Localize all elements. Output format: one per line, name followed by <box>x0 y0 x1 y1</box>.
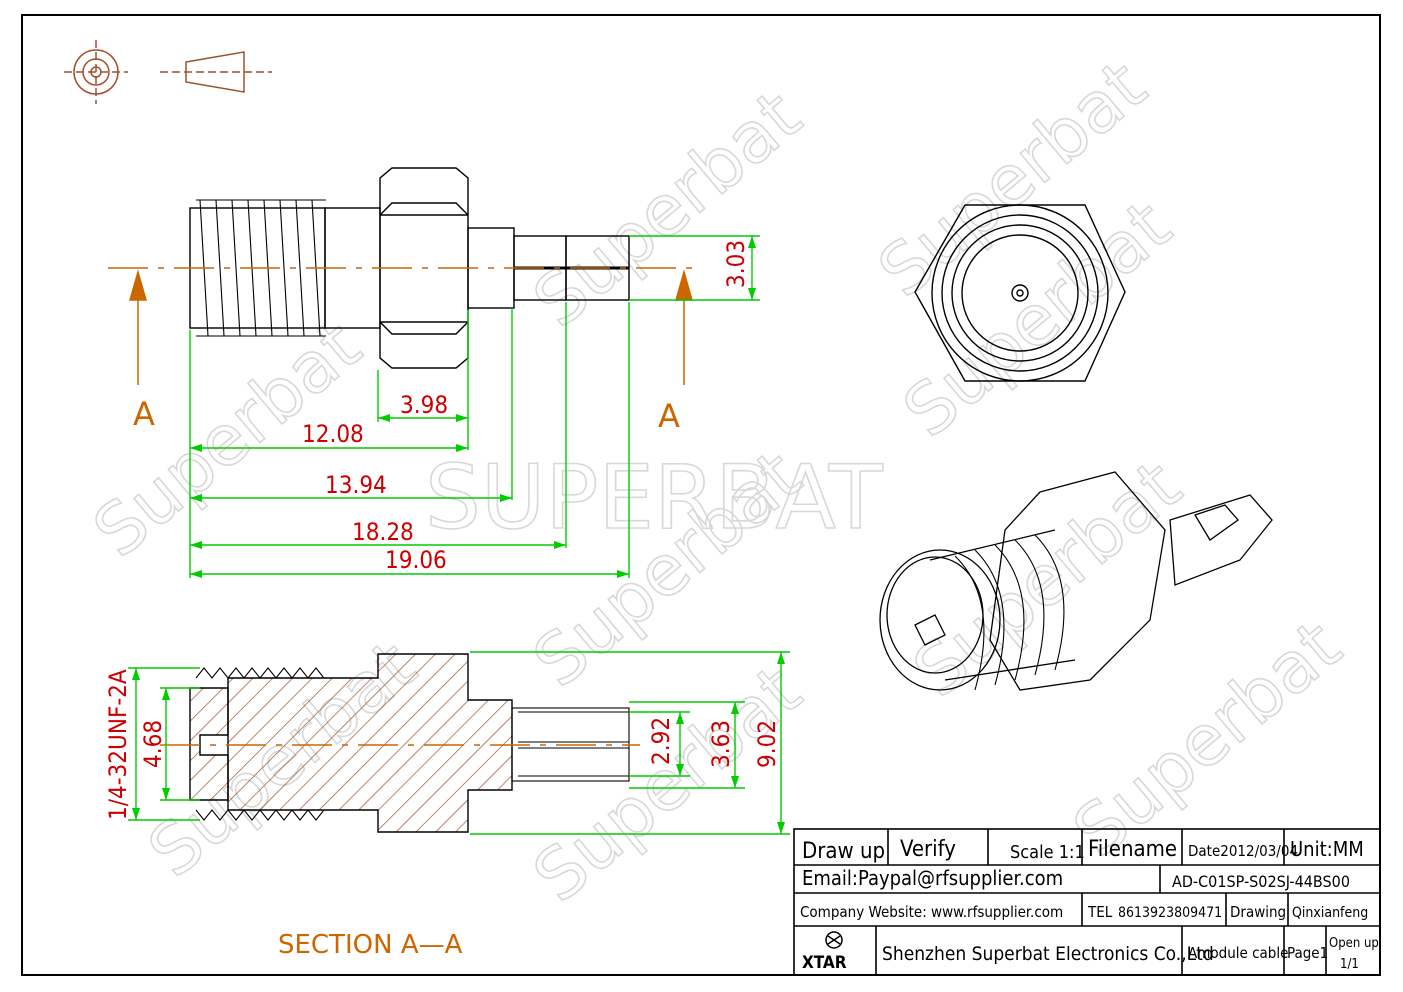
verify-label: Verify <box>900 837 956 862</box>
sheet-border <box>21 14 1381 976</box>
section-label-right: A <box>658 397 680 435</box>
email-label: Email:Paypal@rfsupplier.com <box>802 866 1063 890</box>
company-name: Shenzhen Superbat Electronics Co.,Ltd <box>882 943 1214 965</box>
part-number: AD-C01SP-S02SJ-44BS00 <box>1172 872 1350 891</box>
phone-number: 8613923809471 <box>1118 905 1222 921</box>
dim-label: 4.68 <box>139 720 167 768</box>
dim-label: 2.92 <box>647 717 675 765</box>
isometric-view <box>879 471 1273 691</box>
title-block <box>793 828 1381 976</box>
scale-label: Scale 1:1 <box>1010 842 1085 863</box>
drawer-name: Qinxianfeng <box>1292 905 1368 921</box>
dim-label: 1/4-32UNF-2A <box>104 669 132 820</box>
dim-label: 18.28 <box>352 518 414 546</box>
section-caption: SECTION A—A <box>278 930 463 960</box>
unit-label: Unit:MM <box>1290 837 1364 861</box>
dim-label: 9.02 <box>753 720 781 768</box>
dimension-arrowheads <box>132 652 785 834</box>
dim-label: 19.06 <box>385 546 447 574</box>
front-view <box>914 204 1126 382</box>
top-dimension-lines <box>189 235 760 578</box>
section-label-left: A <box>133 395 155 433</box>
filename-label: Filename <box>1088 837 1177 862</box>
watermark-tile: Superbat <box>1058 605 1356 873</box>
watermark-tile: Superbat <box>518 75 816 343</box>
xtar-logo-icon <box>825 931 843 949</box>
product-name: Amodule cable <box>1188 944 1288 962</box>
drawing-label: Drawing <box>1230 903 1286 921</box>
page-label: Page1 <box>1287 944 1328 962</box>
section-arrows <box>129 269 693 385</box>
section-view <box>189 653 630 833</box>
website-label: Company Website: www.rfsupplier.com <box>800 903 1063 921</box>
dimension-arrowheads <box>190 236 756 578</box>
projection-symbol-icon <box>64 40 272 104</box>
page-count: 1/1 <box>1340 957 1359 972</box>
tel-label: TEL <box>1087 903 1113 921</box>
draw-up-label: Draw up <box>802 839 885 864</box>
dim-label: 12.08 <box>302 420 364 448</box>
dim-label: 13.94 <box>325 471 387 499</box>
dim-label: 3.98 <box>400 391 448 419</box>
date-label: Date2012/03/04 <box>1188 842 1298 860</box>
open-up-label: Open up <box>1329 936 1379 951</box>
dim-label: 3.63 <box>707 720 735 768</box>
dim-label: 3.03 <box>722 240 750 288</box>
logo-text: XTAR <box>802 953 847 973</box>
title-block-text: Draw up Verify Scale 1:1 Filename Date20… <box>800 837 1379 973</box>
